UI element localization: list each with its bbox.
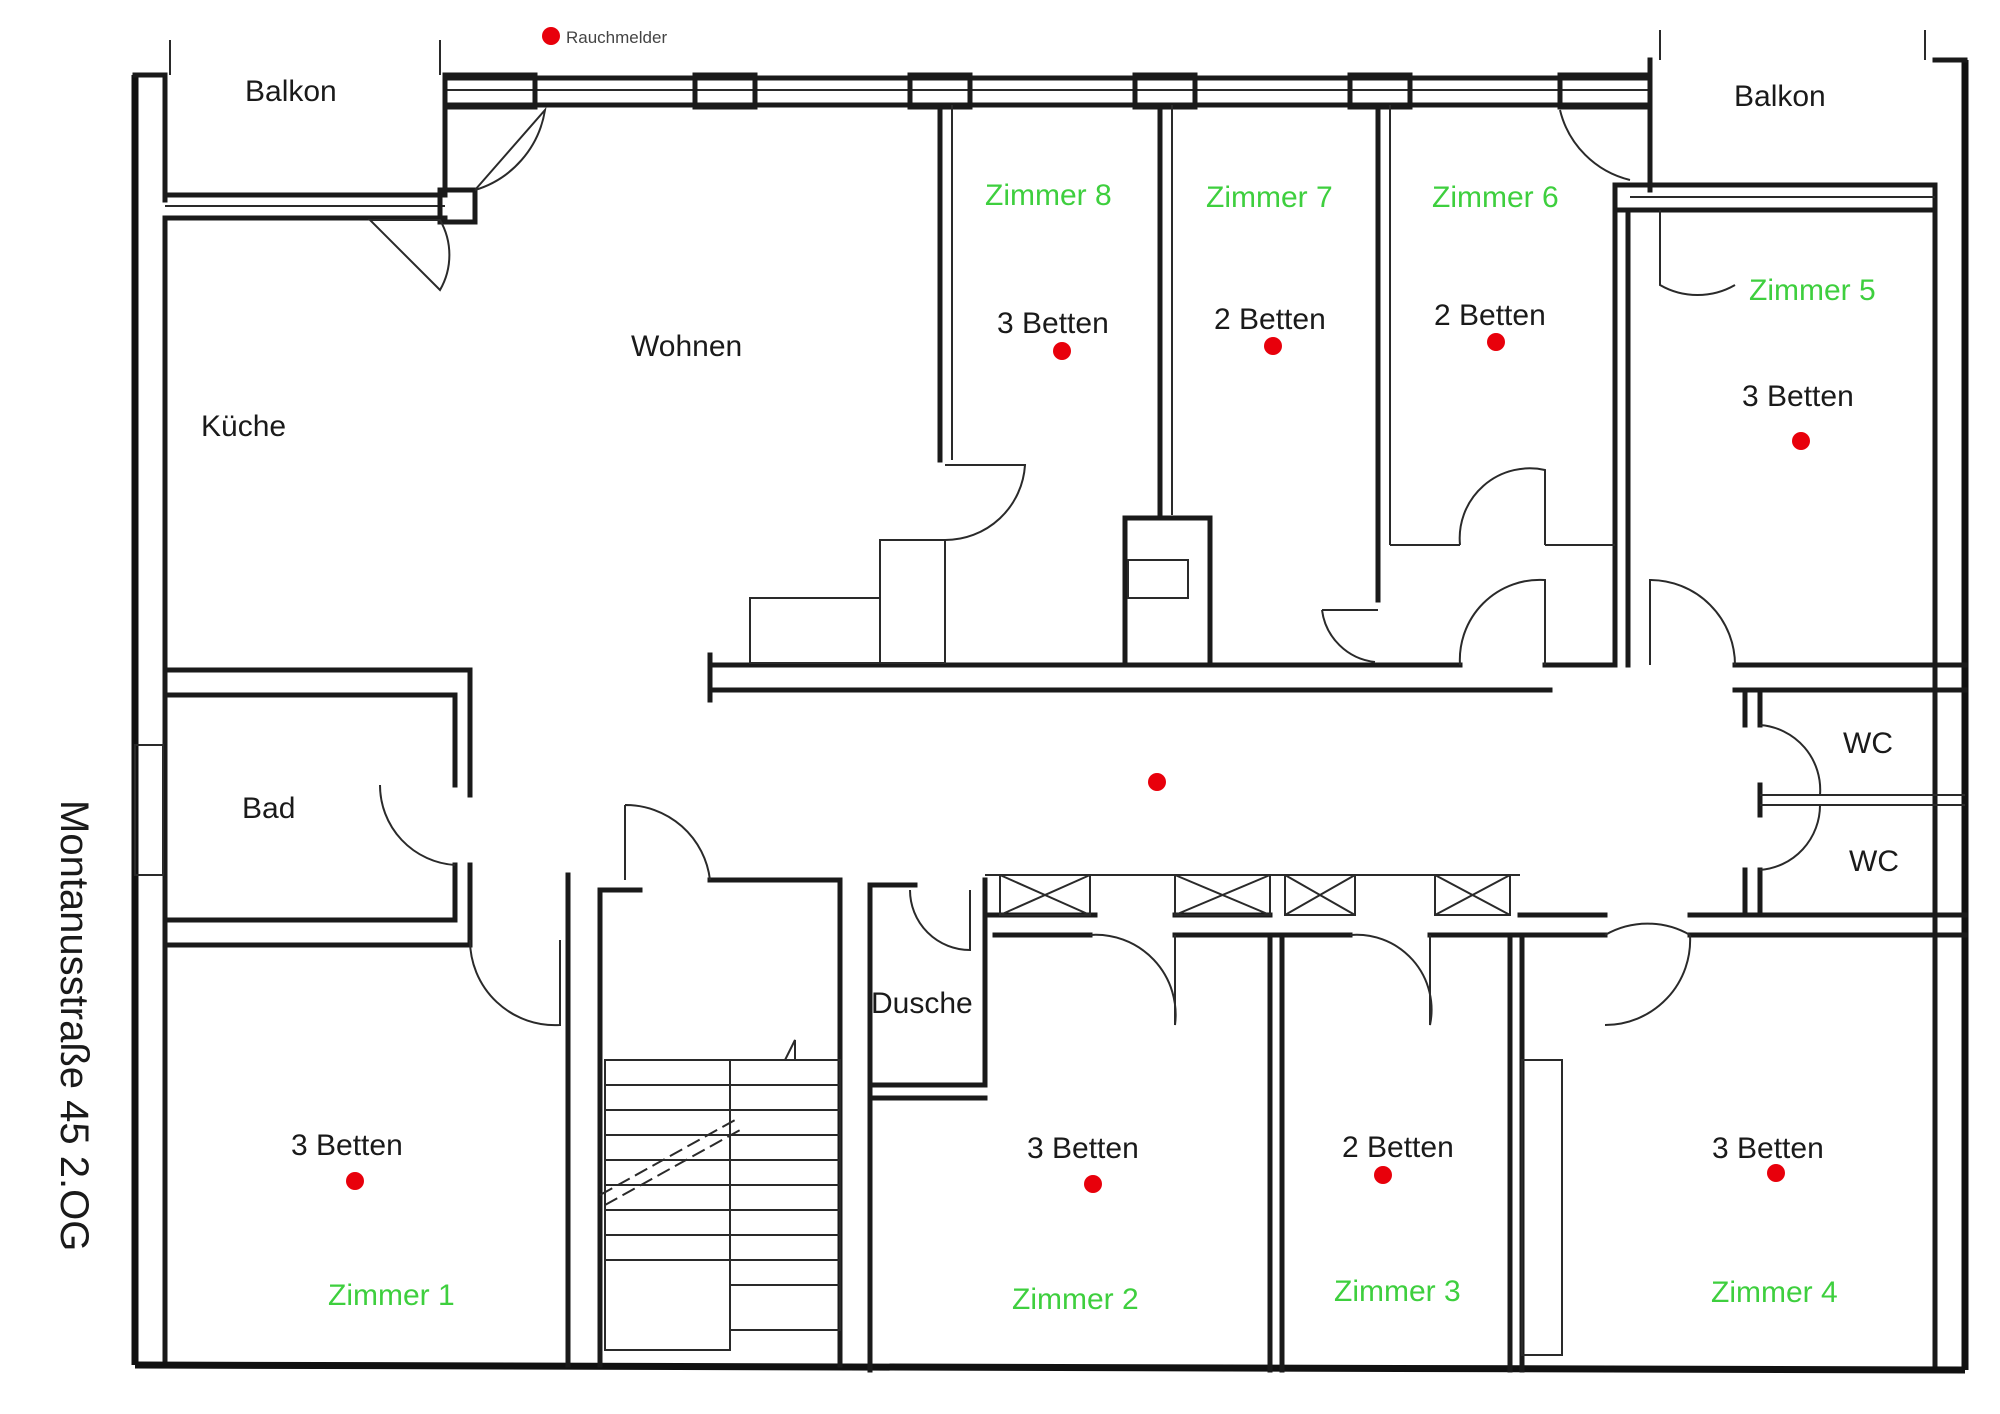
legend-smoke-detector-icon	[542, 27, 560, 45]
staircase	[599, 1039, 841, 1351]
interior-walls	[134, 102, 1968, 1373]
smoke-detector-zimmer3-icon	[1374, 1166, 1392, 1184]
smoke-detector-zimmer8-icon	[1053, 342, 1071, 360]
zimmer2-name: Zimmer 2	[1012, 1283, 1139, 1316]
zimmer5-name: Zimmer 5	[1749, 274, 1876, 307]
zimmer8-name: Zimmer 8	[985, 179, 1112, 212]
zimmer4-beds: 3 Betten	[1712, 1132, 1824, 1165]
wc-lower-label: WC	[1849, 845, 1899, 878]
balkon-left-label: Balkon	[245, 75, 337, 108]
zimmer2-beds: 3 Betten	[1027, 1132, 1139, 1165]
zimmer1-beds: 3 Betten	[291, 1129, 403, 1162]
smoke-detector-zimmer2-icon	[1084, 1175, 1102, 1193]
zimmer3-name: Zimmer 3	[1334, 1275, 1461, 1308]
smoke-detector-zimmer5-icon	[1792, 432, 1810, 450]
smoke-detector-zimmer7-icon	[1264, 337, 1282, 355]
smoke-detectors	[346, 27, 1810, 1193]
zimmer3-beds: 2 Betten	[1342, 1131, 1454, 1164]
wohnen-label: Wohnen	[631, 330, 742, 363]
zimmer6-name: Zimmer 6	[1432, 181, 1559, 214]
street-address-label: Montanusstraße 45 2.OG	[52, 800, 96, 1251]
zimmer7-beds: 2 Betten	[1214, 303, 1326, 336]
outer-walls	[131, 30, 1969, 1374]
zimmer8-beds: 3 Betten	[997, 307, 1109, 340]
kueche-label: Küche	[201, 410, 286, 443]
closet-boxes	[999, 874, 1511, 916]
balkon-right-label: Balkon	[1734, 80, 1826, 113]
legend-smoke-detector-label: Rauchmelder	[566, 28, 667, 47]
door-swings	[367, 106, 1822, 1027]
smoke-detector-zimmer1-icon	[346, 1172, 364, 1190]
zimmer5-beds: 3 Betten	[1742, 380, 1854, 413]
wc-upper-label: WC	[1843, 727, 1893, 760]
bad-label: Bad	[242, 792, 295, 825]
dusche-label: Dusche	[871, 987, 973, 1020]
zimmer7-name: Zimmer 7	[1206, 181, 1333, 214]
smoke-detector-zimmer6-icon	[1487, 333, 1505, 351]
zimmer1-name: Zimmer 1	[328, 1279, 455, 1312]
smoke-detector-corridor-icon	[1148, 773, 1166, 791]
smoke-detector-zimmer4-icon	[1767, 1164, 1785, 1182]
zimmer6-beds: 2 Betten	[1434, 299, 1546, 332]
zimmer4-name: Zimmer 4	[1711, 1276, 1838, 1309]
